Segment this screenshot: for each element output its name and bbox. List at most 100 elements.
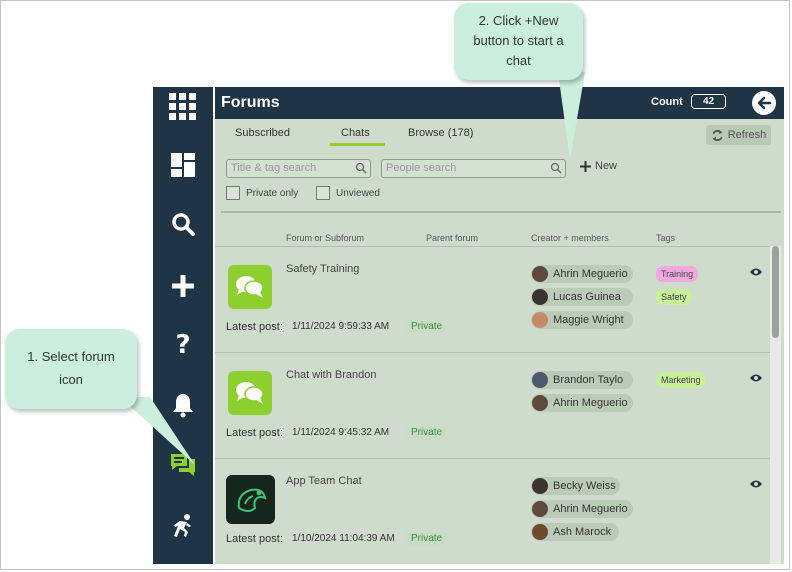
member-name: Ash Marock xyxy=(553,526,612,538)
forums-panel: Forums Count 42 Subscribed Chats Browse … xyxy=(215,87,784,564)
back-arrow-icon xyxy=(757,96,772,110)
latest-post-date: 1/11/2024 9:45:32 AM xyxy=(292,427,390,438)
refresh-label: Refresh xyxy=(727,129,767,141)
scrollbar[interactable] xyxy=(770,246,781,564)
avatar xyxy=(532,312,548,328)
member-name: Maggie Wright xyxy=(553,314,624,326)
people-search-input[interactable]: People search xyxy=(381,159,566,178)
avatar xyxy=(532,372,548,388)
tag-badge[interactable]: Training xyxy=(656,266,699,282)
latest-post-date: 1/11/2024 9:59:33 AM xyxy=(292,321,390,332)
column-header-parent: Parent forum xyxy=(426,233,479,243)
title-tag-search-input[interactable]: Title & tag search xyxy=(226,159,371,178)
column-header-tags: Tags xyxy=(656,233,676,243)
member-chip[interactable]: Lucas Guinea xyxy=(531,288,633,306)
scrollbar-thumb[interactable] xyxy=(772,246,779,338)
callout-step2-line1: 2. Click +New xyxy=(478,13,559,28)
avatar xyxy=(532,266,548,282)
eye-icon[interactable] xyxy=(749,373,763,383)
people-search-placeholder: People search xyxy=(386,162,457,174)
dashboard-icon[interactable] xyxy=(153,145,213,185)
new-button-label: New xyxy=(595,160,618,172)
member-name: Ahrin Meguerio xyxy=(553,503,628,515)
title-tag-search-placeholder: Title & tag search xyxy=(231,162,317,174)
search-icon[interactable] xyxy=(153,204,213,244)
search-icon xyxy=(355,162,367,174)
plus-icon xyxy=(580,160,591,172)
count-label: Count xyxy=(651,96,683,108)
column-header-forum: Forum or Subforum xyxy=(286,233,365,243)
member-chip[interactable]: Ahrin Meguerio xyxy=(531,265,633,283)
member-chip[interactable]: Brandon Taylo xyxy=(531,371,633,389)
chat-bubble-icon xyxy=(228,265,272,309)
private-only-label: Private only xyxy=(246,187,299,199)
forum-name: Safety Training xyxy=(286,263,360,275)
callout-pointer xyxy=(558,72,585,160)
new-chat-button[interactable]: New xyxy=(580,160,617,172)
unviewed-label: Unviewed xyxy=(336,187,380,199)
activity-icon[interactable] xyxy=(153,506,213,546)
member-name: Ahrin Meguerio xyxy=(553,397,628,409)
plus-icon[interactable] xyxy=(153,266,213,306)
member-name: Ahrin Meguerio xyxy=(553,268,628,280)
private-only-filter[interactable]: Private only xyxy=(226,186,298,200)
tab-subscribed[interactable]: Subscribed xyxy=(235,127,291,139)
column-header-creator: Creator + members xyxy=(531,233,609,243)
avatar xyxy=(532,501,548,517)
tab-browse[interactable]: Browse (178) xyxy=(408,127,474,139)
tag-badge[interactable]: Safety xyxy=(656,289,692,305)
avatar xyxy=(532,289,548,305)
unviewed-checkbox[interactable] xyxy=(316,186,330,200)
member-chip[interactable]: Maggie Wright xyxy=(531,311,633,329)
apps-grid-icon[interactable] xyxy=(153,87,213,127)
bell-icon[interactable] xyxy=(153,385,213,425)
header-bar: Forums Count 42 xyxy=(215,87,784,119)
eye-icon[interactable] xyxy=(749,267,763,277)
help-icon[interactable]: ? xyxy=(175,330,191,360)
tag-badge[interactable]: Marketing xyxy=(656,372,706,388)
latest-post-label: Latest post: xyxy=(226,321,283,333)
avatar xyxy=(532,478,548,494)
page-title: Forums xyxy=(221,94,280,111)
member-chip[interactable]: Ahrin Meguerio xyxy=(531,500,633,518)
chat-bubble-icon xyxy=(228,371,272,415)
back-button[interactable] xyxy=(752,91,776,115)
callout-step2: 2. Click +New button to start a chat xyxy=(454,3,583,80)
list-item[interactable]: Chat with Brandon Latest post: 1/11/2024… xyxy=(215,352,770,458)
count-badge: 42 xyxy=(691,94,726,109)
callout-step1-line1: 1. Select forum xyxy=(27,349,115,364)
forum-name: App Team Chat xyxy=(286,475,362,487)
refresh-button[interactable]: Refresh xyxy=(706,125,771,145)
forum-name: Chat with Brandon xyxy=(286,369,377,381)
privacy-badge: Private xyxy=(406,320,448,333)
callout-pointer xyxy=(120,397,195,465)
callout-step2-line2: button to start a xyxy=(473,33,564,48)
sidebar: ? xyxy=(153,87,213,564)
search-icon xyxy=(550,162,562,174)
latest-post-label: Latest post: xyxy=(226,427,283,439)
member-name: Becky Weiss xyxy=(553,480,616,492)
member-chip[interactable]: Ash Marock xyxy=(531,523,619,541)
forum-icon[interactable] xyxy=(153,445,213,485)
divider xyxy=(221,211,781,213)
privacy-badge: Private xyxy=(406,426,448,439)
unviewed-filter[interactable]: Unviewed xyxy=(316,186,380,200)
forum-list: Safety Training Latest post: 1/11/2024 9… xyxy=(215,246,770,564)
avatar xyxy=(532,524,548,540)
member-name: Brandon Taylo xyxy=(553,374,624,386)
list-item[interactable]: App Team Chat Latest post: 1/10/2024 11:… xyxy=(215,458,770,564)
tab-chats[interactable]: Chats xyxy=(330,127,385,146)
list-item[interactable]: Safety Training Latest post: 1/11/2024 9… xyxy=(215,246,770,352)
privacy-badge: Private xyxy=(406,532,448,545)
eye-icon[interactable] xyxy=(749,479,763,489)
latest-post-label: Latest post: xyxy=(226,533,283,545)
latest-post-date: 1/10/2024 11:04:39 AM xyxy=(292,533,395,544)
callout-step1: 1. Select forum icon xyxy=(5,329,137,409)
refresh-icon xyxy=(712,129,723,141)
member-chip[interactable]: Becky Weiss xyxy=(531,477,620,495)
private-only-checkbox[interactable] xyxy=(226,186,240,200)
snake-logo-icon xyxy=(226,475,275,524)
callout-step1-line2: icon xyxy=(59,372,83,387)
avatar xyxy=(532,395,548,411)
member-chip[interactable]: Ahrin Meguerio xyxy=(531,394,633,412)
